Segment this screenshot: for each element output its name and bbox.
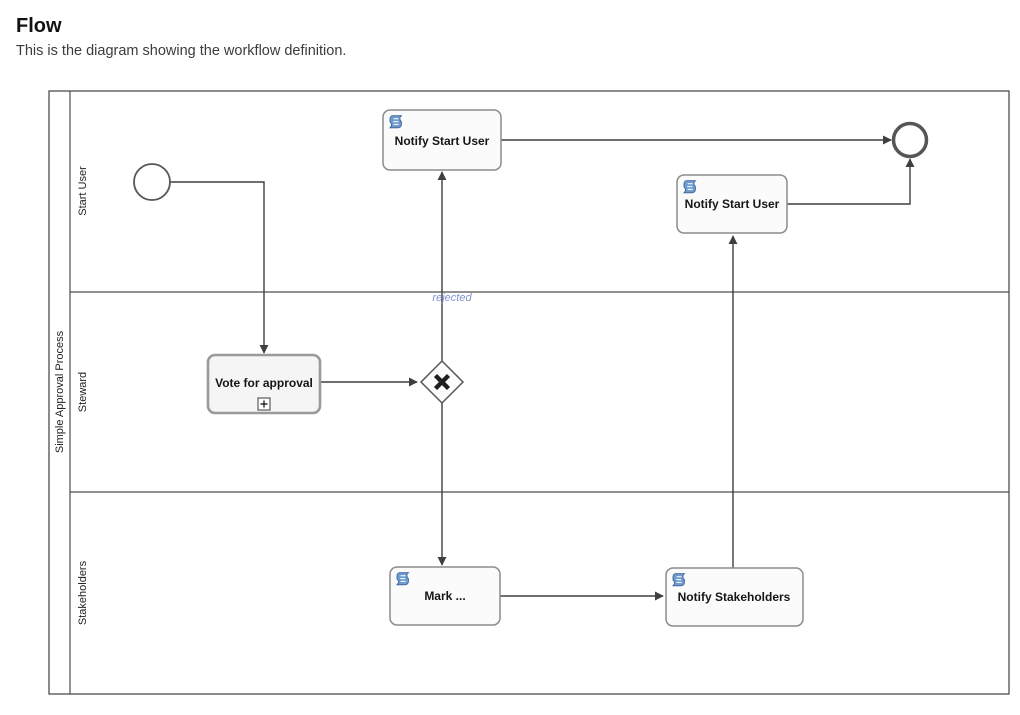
lane-label-steward: Steward bbox=[77, 372, 89, 412]
bpmn-diagram-canvas: Simple Approval Process Start User Stewa… bbox=[48, 90, 1010, 695]
task-vote-for-approval[interactable]: Vote for approval bbox=[206, 353, 322, 415]
sequence-flows: rejected bbox=[170, 135, 915, 601]
page-header: Flow This is the diagram showing the wor… bbox=[16, 14, 346, 61]
end-event-circle bbox=[891, 121, 929, 159]
flow-label-rejected: rejected bbox=[432, 292, 472, 304]
script-icon bbox=[672, 573, 685, 587]
task-shape bbox=[665, 567, 804, 627]
task-notify-stakeholders[interactable]: Notify Stakeholders bbox=[665, 567, 804, 627]
script-icon bbox=[683, 180, 696, 194]
task-shape bbox=[382, 109, 502, 171]
script-icon bbox=[396, 572, 409, 586]
task-label: Notify Start User bbox=[685, 197, 780, 211]
task-shape bbox=[206, 353, 322, 415]
exclusive-gateway[interactable] bbox=[419, 359, 465, 405]
lane-label-start-user: Start User bbox=[77, 166, 89, 216]
task-notify-start-user-right[interactable]: Notify Start User bbox=[676, 174, 788, 234]
task-label: Mark ... bbox=[424, 589, 465, 603]
task-label: Notify Start User bbox=[395, 134, 490, 148]
page-title: Flow bbox=[16, 15, 62, 37]
flow-start-to-vote bbox=[170, 181, 269, 354]
start-event-circle bbox=[133, 163, 171, 201]
task-mark[interactable]: Mark ... bbox=[389, 566, 501, 626]
task-label: Vote for approval bbox=[215, 376, 313, 390]
task-shape bbox=[676, 174, 788, 234]
task-notify-start-user-top[interactable]: Notify Start User bbox=[382, 109, 502, 171]
lane-label-stakeholders: Stakeholders bbox=[77, 560, 89, 625]
pool-label: Simple Approval Process bbox=[54, 330, 66, 453]
flow-notify-start-user-right-to-end bbox=[787, 158, 915, 205]
gateway-x-icon bbox=[433, 373, 451, 391]
task-shape bbox=[389, 566, 501, 626]
task-label: Notify Stakeholders bbox=[678, 590, 791, 604]
page-subtitle: This is the diagram showing the workflow… bbox=[16, 43, 347, 59]
subprocess-marker-icon bbox=[257, 397, 271, 411]
script-icon bbox=[389, 115, 402, 129]
start-event[interactable] bbox=[133, 163, 171, 201]
end-event[interactable] bbox=[891, 121, 929, 159]
